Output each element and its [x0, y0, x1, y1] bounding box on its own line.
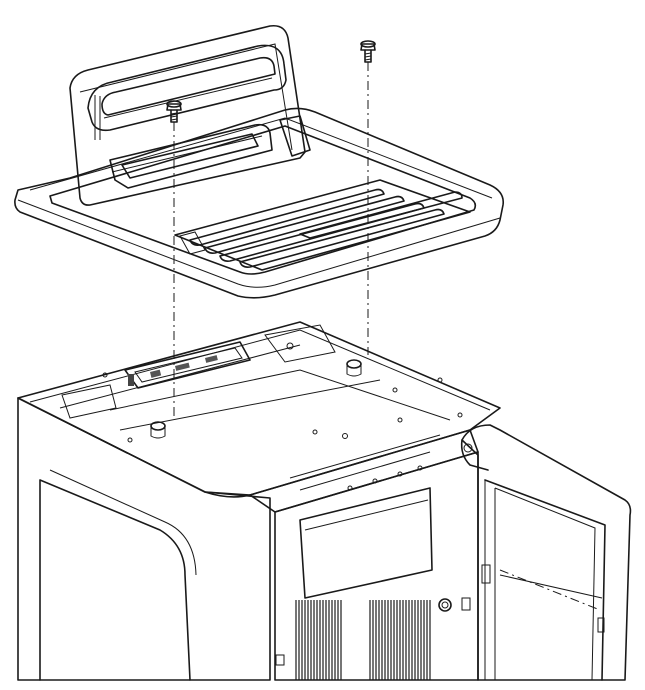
panel-base-frame — [14, 107, 505, 299]
grille-slots — [174, 179, 471, 271]
panel-inner-opening — [49, 125, 477, 275]
front-bracket — [249, 429, 479, 513]
open-side-door — [460, 424, 632, 681]
front-panel-window — [39, 479, 191, 681]
alignment-guides — [173, 62, 601, 611]
console-panel — [14, 24, 505, 299]
panel-bracket — [109, 123, 273, 189]
cabinet-top-surface — [17, 321, 501, 496]
control-board — [124, 341, 251, 389]
panel-back-plate — [69, 24, 306, 206]
cabinet-fasteners — [102, 342, 463, 443]
carry-handle — [87, 44, 287, 132]
mounting-screw-left — [166, 100, 182, 123]
mounting-screw-right — [360, 40, 376, 63]
heatsink-fins — [295, 600, 431, 680]
guide-line-door — [499, 569, 601, 611]
cabinet-front-face — [17, 397, 271, 681]
side-knob — [275, 597, 471, 666]
